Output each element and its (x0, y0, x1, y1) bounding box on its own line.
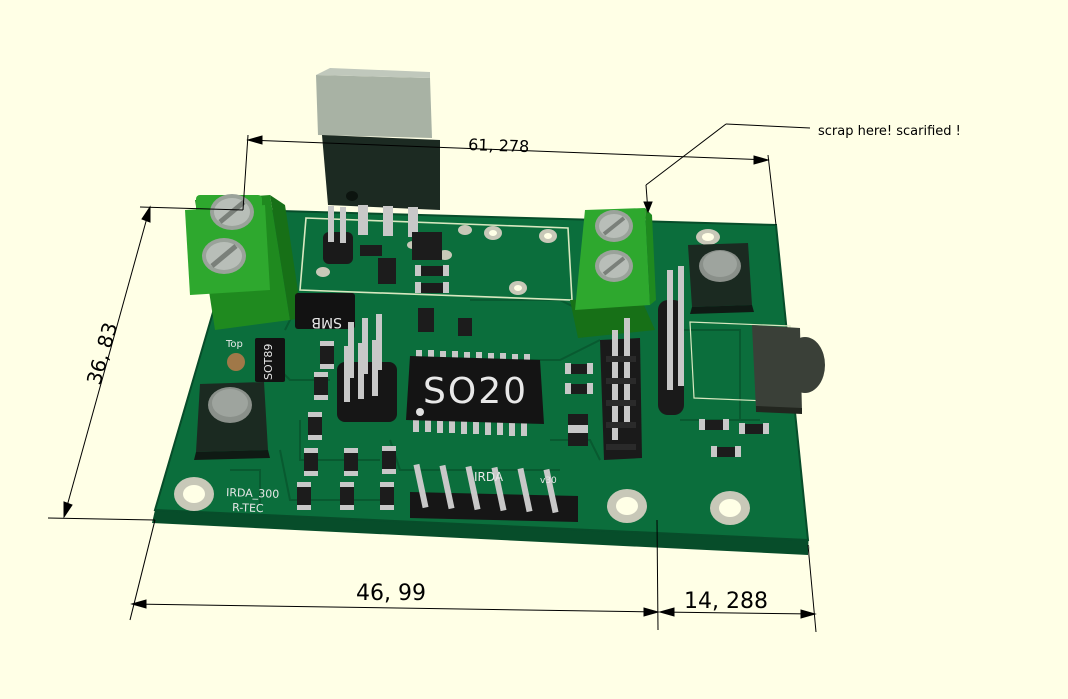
mounting-hole (607, 489, 647, 523)
ic-so20: SO20 (406, 350, 544, 436)
ir-receiver (752, 325, 825, 414)
mounting-holes (174, 229, 750, 525)
company-name: R-TEC (232, 501, 264, 515)
smd-passives (297, 341, 769, 510)
mounting-hole (174, 477, 214, 511)
mounting-hole (710, 491, 750, 525)
pin-header-2x3 (337, 314, 397, 422)
version-label: v30 (540, 476, 557, 486)
led-indicator (227, 353, 245, 371)
mounting-hole (696, 229, 720, 245)
terminal-block-right (570, 208, 656, 338)
smd-components-top (360, 232, 472, 336)
board-name: IRDA_300 (226, 486, 280, 501)
pin-header-1x5 (658, 266, 684, 415)
voltage-regulator-to220 (316, 68, 440, 237)
diode-label: SMB (311, 314, 342, 330)
pushbutton-left (194, 382, 270, 460)
pin-header-small (323, 206, 353, 264)
ic-label: SO20 (423, 371, 528, 412)
pin-header-2x5 (600, 318, 642, 460)
dimension-top-width: 61, 278 (468, 135, 530, 156)
top-label: Top (225, 339, 243, 350)
dimension-bottom-right: 14, 288 (684, 589, 768, 614)
header-label: IRDA (474, 470, 504, 484)
dimension-height: 36, 83 (82, 320, 123, 388)
pushbutton-right (688, 243, 754, 314)
pin-header-1x6: IRDA v30 (410, 463, 578, 522)
dimension-lines (47, 123, 817, 633)
terminal-block-left (185, 194, 302, 330)
annotation-text: scrap here! scarified ! (818, 124, 961, 139)
transistor-sot89: SOT89 (255, 338, 285, 382)
transistor-label: SOT89 (262, 344, 275, 380)
dimension-bottom-left: 46, 99 (356, 581, 426, 606)
diode-smb: SMB (295, 293, 355, 330)
